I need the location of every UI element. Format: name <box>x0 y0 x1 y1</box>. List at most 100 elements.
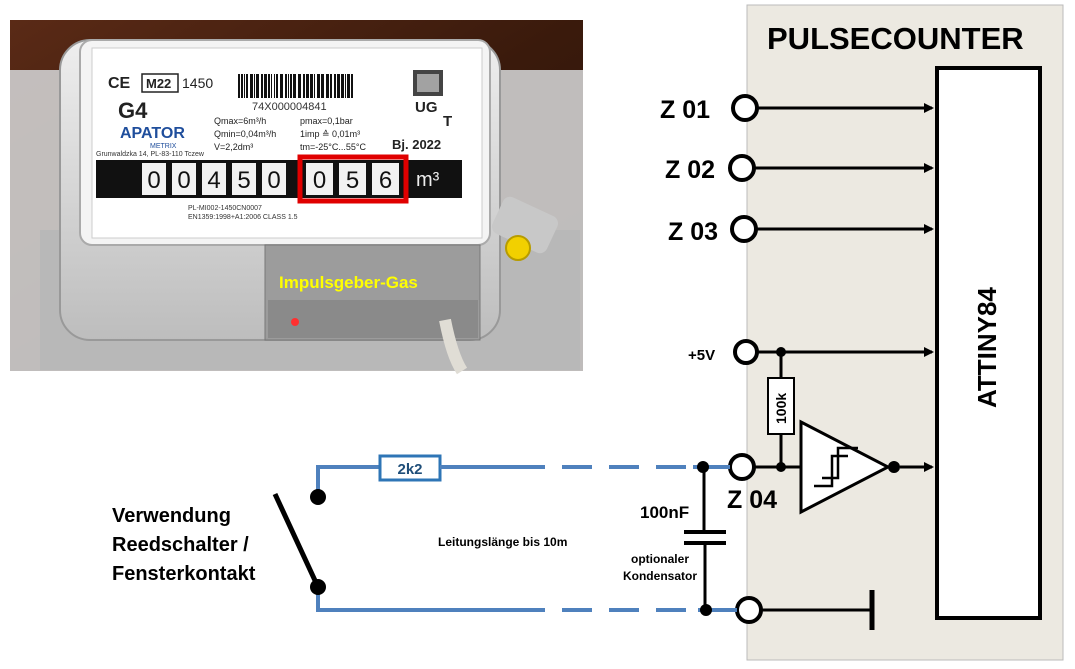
chip-label: ATTINY84 <box>972 287 1002 408</box>
cert-line-1: PL-MI002-1450CN0007 <box>188 205 262 212</box>
build-year: Bj. 2022 <box>392 137 441 152</box>
counter-dec-digit: 0 <box>313 167 326 194</box>
barcode-bar <box>303 74 305 98</box>
vcc-label: +5V <box>688 347 715 364</box>
capacitor-note-line-2: Kondensator <box>623 569 697 583</box>
approval-mark: M22 <box>146 76 171 91</box>
counter-int-drum <box>262 163 286 195</box>
barcode-bar <box>326 74 329 98</box>
capacitor-value: 100nF <box>640 503 689 522</box>
temperature-spec: tm=-25°C...55°C <box>300 142 366 152</box>
counter-int-digit: 0 <box>147 167 160 194</box>
barcode-bar <box>241 74 243 98</box>
led-indicator <box>291 318 299 326</box>
barcode-bar <box>314 74 315 98</box>
barcode-bar <box>238 74 240 98</box>
gnd-terminal <box>735 596 763 624</box>
input-z01-label: Z 01 <box>660 96 710 124</box>
pullup-resistor <box>767 377 795 435</box>
counter-int-drum <box>202 163 226 195</box>
wire-top-left <box>316 465 380 497</box>
barcode-bar <box>321 74 324 98</box>
barcode-bar <box>254 74 255 98</box>
input-z01-terminal <box>731 94 759 122</box>
barcode-bar <box>341 74 344 98</box>
barcode-bar <box>317 74 320 98</box>
wire-bottom-left <box>316 587 515 612</box>
counter-int-digit: 0 <box>177 167 190 194</box>
approval-number: 1450 <box>182 75 213 91</box>
barcode-bar <box>351 74 353 98</box>
switch-blade <box>272 492 321 589</box>
pmax-spec: pmax=0,1bar <box>300 116 353 126</box>
cert-line-2: EN1359:1998+A1:2006 CLASS 1.5 <box>188 214 298 221</box>
switch-note-line-2: Reedschalter / <box>112 534 249 556</box>
counter-dec-drum <box>339 163 366 195</box>
counter-int-digit: 0 <box>267 167 280 194</box>
barcode-bar <box>280 74 283 98</box>
barcode-bar <box>256 74 259 98</box>
series-resistor <box>378 454 442 482</box>
gas-meter-photo: CE M22 1450 G4 APATOR METRIX Grunwaldzka… <box>10 20 583 375</box>
z04-label: Z 04 <box>727 486 777 514</box>
optional-capacitor: 100nF <box>640 461 726 616</box>
barcode-bar <box>268 74 270 98</box>
barcode-bar <box>250 74 253 98</box>
barcode-bar <box>345 74 346 98</box>
digital-inputs: Z 01 Z 02 Z 03 <box>660 94 934 246</box>
barcode-bar <box>337 74 340 98</box>
chip-box <box>935 66 1042 620</box>
ground-terminal <box>735 590 875 630</box>
pulse-sensor: Impulsgeber-Gas <box>264 244 481 375</box>
barcode-bar <box>290 74 292 98</box>
barcode-bar <box>244 74 245 98</box>
hysteresis-icon <box>814 446 858 488</box>
barcode-bar <box>276 74 278 98</box>
cable-length-note: Leitungslänge bis 10m <box>438 535 567 549</box>
serial-number: 74X000004841 <box>252 101 327 113</box>
barcode-bar <box>293 74 296 98</box>
impulse-spec: 1imp ≙ 0,01m³ <box>300 129 360 139</box>
pullup-value: 100k <box>773 393 789 424</box>
counter-int-drum <box>142 163 166 195</box>
supply-section: +5V 100k <box>688 339 934 467</box>
z04-junction <box>776 462 786 472</box>
barcode-bar <box>306 74 309 98</box>
vcc-terminal <box>733 339 759 365</box>
barcode-bar <box>330 74 332 98</box>
barcode-bar <box>285 74 287 98</box>
series-resistor-value: 2k2 <box>397 461 422 478</box>
barcode-bar <box>334 74 336 98</box>
counter-dec-digit: 6 <box>379 167 392 194</box>
ce-mark: CE <box>108 75 131 92</box>
input-z02-terminal <box>728 154 756 182</box>
barcode-bar <box>347 74 350 98</box>
counter-dec-digit: 5 <box>346 167 359 194</box>
counter-dec-drum <box>306 163 333 195</box>
switch-note-line-1: Verwendung <box>112 505 231 527</box>
barcode-bar <box>288 74 289 98</box>
counter-unit: m³ <box>416 169 440 191</box>
barcode-bar <box>271 74 272 98</box>
counter-int-digit: 4 <box>207 167 220 194</box>
qmax-spec: Qmax=6m³/h <box>214 116 266 126</box>
volume-spec: V=2,2dm³ <box>214 142 253 152</box>
barcode <box>235 72 355 100</box>
sensor-cable <box>439 318 468 375</box>
counter-dec-drum <box>372 163 399 195</box>
barcode-bar <box>261 74 263 98</box>
red-counter-frame <box>297 154 409 204</box>
capacitor-note-line-1: optionaler <box>631 552 689 566</box>
schmitt-trigger <box>799 419 892 515</box>
input-z03-label: Z 03 <box>668 218 718 246</box>
barcode-bar <box>274 74 275 98</box>
meter-model: G4 <box>118 98 148 123</box>
barcode-bar <box>298 74 301 98</box>
z04-input: Z 04 <box>727 419 934 515</box>
reed-switch <box>272 489 326 595</box>
ug-mark: UG <box>415 99 438 116</box>
input-z02-label: Z 02 <box>665 156 715 184</box>
